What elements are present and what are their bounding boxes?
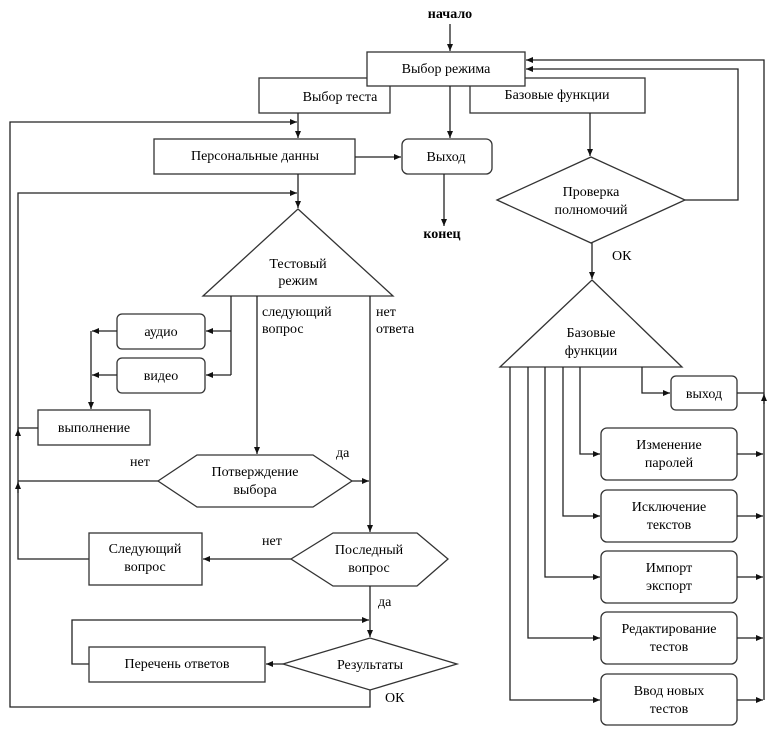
function-label: Импорт: [646, 561, 692, 576]
audio-label: аудио: [144, 325, 177, 340]
test-select-label: Выбор теста: [303, 90, 379, 105]
auth-check-diamond: [495, 156, 687, 244]
confirm-no-label: нет: [130, 455, 150, 470]
last-yes-label: да: [378, 595, 392, 610]
confirm-yes-label: да: [336, 446, 350, 461]
results-ok-label: ОК: [385, 691, 405, 706]
confirm-label-2: выбора: [233, 483, 277, 498]
base-functions-label-2: функции: [565, 344, 618, 359]
auth-check-label-1: Проверка: [563, 185, 620, 200]
last-question-label-2: вопрос: [348, 561, 390, 576]
answers-list-box: [88, 646, 266, 683]
base-exit-label: выход: [686, 387, 722, 402]
personal-data-label: Персональные данны: [191, 149, 320, 164]
function-box-3: Импорт экспорт: [600, 550, 738, 604]
results-label: Результаты: [337, 658, 404, 673]
video-label: видео: [144, 369, 178, 384]
confirm-hexagon: [156, 454, 354, 508]
test-mode-label-1: Тестовый: [269, 257, 327, 272]
loop-answers: [71, 617, 369, 665]
function-label: экспорт: [646, 579, 692, 594]
results-diamond: [280, 637, 460, 691]
function-box-5: Ввод новых тестов: [600, 673, 738, 726]
personal-data-box: [153, 138, 356, 175]
function-label: Редактирование: [621, 622, 716, 637]
next-question-label-1: следующий: [262, 305, 332, 320]
mode-select-label: Выбор режима: [402, 62, 492, 77]
confirm-label-1: Потверждение: [212, 465, 299, 480]
arrow-func-3: [544, 367, 600, 580]
function-label: тестов: [650, 702, 689, 717]
base-functions-box-label: Базовые функции: [505, 88, 610, 103]
test-mode-label-2: режим: [278, 274, 317, 289]
return-line: [526, 57, 765, 700]
next-question-box-label-2: вопрос: [124, 560, 166, 575]
auth-ok-label: ОК: [612, 249, 632, 264]
exit-label: Выход: [427, 150, 466, 165]
function-box-4: Редактирование тестов: [600, 611, 738, 665]
next-question-box-label-1: Следующий: [109, 542, 182, 557]
arrow-base-exit: [641, 367, 670, 396]
auth-check-label-2: полномочий: [554, 203, 628, 218]
last-question-label-1: Последный: [335, 543, 404, 558]
arrow-func-1: [579, 367, 600, 457]
function-label: Изменение: [636, 438, 701, 453]
function-label: Исключение: [632, 500, 707, 515]
base-functions-triangle: [498, 279, 684, 368]
mode-select-box: [366, 51, 526, 87]
arrow-func-4: [527, 367, 600, 641]
last-question-hexagon: [289, 532, 450, 587]
function-label: текстов: [647, 518, 692, 533]
execution-box: [37, 409, 151, 446]
loop-outer: [9, 119, 371, 708]
function-box-1: Изменение паролей: [600, 427, 738, 481]
next-question-label-2: вопрос: [262, 322, 304, 337]
exit-box: [401, 138, 493, 175]
no-answer-label-1: нет: [376, 305, 396, 320]
function-label: Ввод новых: [634, 684, 705, 699]
end-label: конец: [423, 227, 460, 242]
function-box-2: Исключение текстов: [600, 489, 738, 543]
arrow-check-fail: [526, 66, 739, 201]
base-functions-label-1: Базовые: [567, 326, 616, 341]
function-label: тестов: [650, 640, 689, 655]
arrow-func-5: [509, 367, 600, 703]
function-label: паролей: [645, 456, 694, 471]
execution-label: выполнение: [58, 421, 130, 436]
test-mode-triangle: [201, 208, 395, 297]
answers-list-label: Перечень ответов: [124, 657, 229, 672]
start-label: начало: [428, 7, 472, 22]
no-answer-label-2: ответа: [376, 322, 415, 337]
last-no-label: нет: [262, 534, 282, 549]
loop-inner: [17, 190, 297, 560]
next-question-box: [88, 532, 203, 586]
arrow-func-2: [562, 367, 600, 519]
